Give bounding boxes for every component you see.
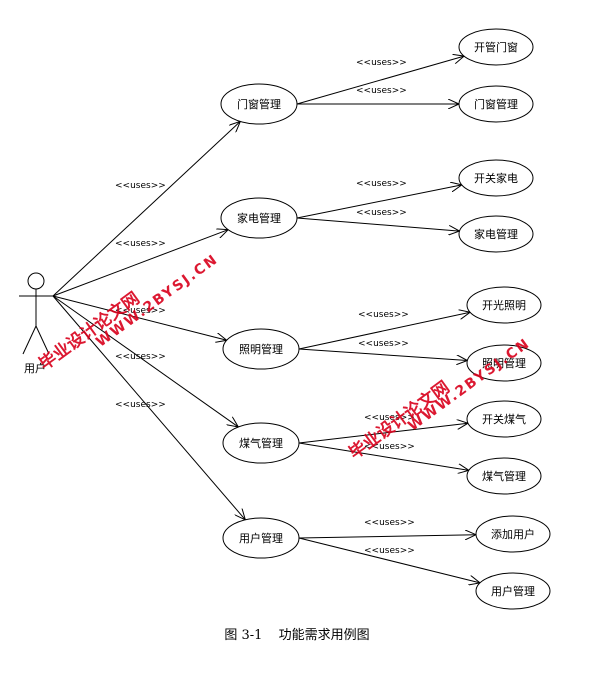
use-case-4-1-label: 开关煤气 — [482, 412, 526, 426]
actor-head — [27, 272, 45, 290]
actor-right-leg — [35, 325, 50, 355]
sub-uses-edge — [296, 185, 462, 219]
use-case-1-1-ellipse — [458, 28, 534, 66]
sub-uses-edge — [296, 56, 464, 105]
actor-label: 用户 — [24, 361, 46, 375]
use-case-2-2-label: 家电管理 — [474, 227, 518, 241]
figure-caption: 图 3-1 功能需求用例图 — [0, 624, 594, 643]
uses-label: <<uses>> — [115, 239, 166, 249]
sub-uses-edge — [298, 537, 480, 583]
use-case-2-1-ellipse — [458, 159, 534, 197]
use-case-3-2-ellipse — [466, 344, 542, 382]
actor-uses-edge — [52, 295, 245, 520]
actor-uses-edge — [52, 295, 227, 340]
uses-label: <<uses>> — [356, 86, 407, 96]
use-case-4-2-ellipse — [466, 457, 542, 495]
use-case-5-label: 用户管理 — [239, 531, 283, 545]
uses-label: <<uses>> — [356, 208, 407, 218]
use-case-4-ellipse — [222, 422, 300, 464]
uses-label: <<uses>> — [356, 179, 407, 189]
uses-label: <<uses>> — [364, 442, 415, 452]
sub-uses-edge — [296, 217, 459, 231]
uses-label: <<uses>> — [115, 400, 166, 410]
figure-title: 功能需求用例图 — [278, 628, 370, 643]
use-case-3-1-label: 开光照明 — [482, 298, 526, 312]
uses-label: <<uses>> — [115, 181, 166, 191]
use-case-2-1-label: 开关家电 — [474, 171, 518, 185]
use-case-5-2-label: 用户管理 — [491, 584, 535, 598]
use-case-4-1-ellipse — [466, 400, 542, 438]
uses-label: <<uses>> — [115, 306, 166, 316]
actor-left-leg — [22, 325, 37, 355]
uses-label: <<uses>> — [364, 546, 415, 556]
figure-number: 图 3-1 — [224, 628, 263, 643]
use-case-3-2-label: 照明管理 — [482, 356, 526, 370]
use-case-1-2-ellipse — [458, 85, 534, 123]
actor-uses-edge — [52, 230, 228, 297]
actor-figure — [19, 272, 53, 355]
uses-label: <<uses>> — [356, 58, 407, 68]
use-case-1-2-label: 门窗管理 — [474, 97, 518, 111]
uses-label: <<uses>> — [364, 413, 415, 423]
use-case-1-label: 门窗管理 — [237, 97, 281, 111]
use-case-3-1-ellipse — [466, 286, 542, 324]
sub-uses-edge — [298, 348, 467, 360]
use-case-5-ellipse — [222, 517, 300, 559]
use-case-1-1-label: 开管门窗 — [474, 40, 518, 54]
sub-uses-edge — [298, 535, 476, 538]
use-case-4-label: 煤气管理 — [239, 436, 283, 450]
use-case-5-2-ellipse — [475, 572, 551, 610]
actor-uses-edge — [52, 121, 240, 297]
use-case-2-ellipse — [220, 197, 298, 239]
uses-label: <<uses>> — [364, 518, 415, 528]
use-case-4-2-label: 煤气管理 — [482, 469, 526, 483]
sub-uses-edge — [298, 312, 470, 350]
use-case-5-1-label: 添加用户 — [491, 527, 535, 541]
use-case-5-1-ellipse — [475, 515, 551, 553]
use-case-2-2-ellipse — [458, 215, 534, 253]
sub-uses-edge — [298, 423, 468, 444]
use-case-3-ellipse — [222, 328, 300, 370]
use-case-2-label: 家电管理 — [237, 211, 281, 225]
sub-uses-edge — [298, 442, 469, 470]
use-case-1-ellipse — [220, 83, 298, 125]
uses-label: <<uses>> — [358, 339, 409, 349]
uses-label: <<uses>> — [115, 352, 166, 362]
use-case-3-label: 照明管理 — [239, 342, 283, 356]
uses-label: <<uses>> — [358, 310, 409, 320]
actor-uses-edge — [52, 295, 238, 427]
